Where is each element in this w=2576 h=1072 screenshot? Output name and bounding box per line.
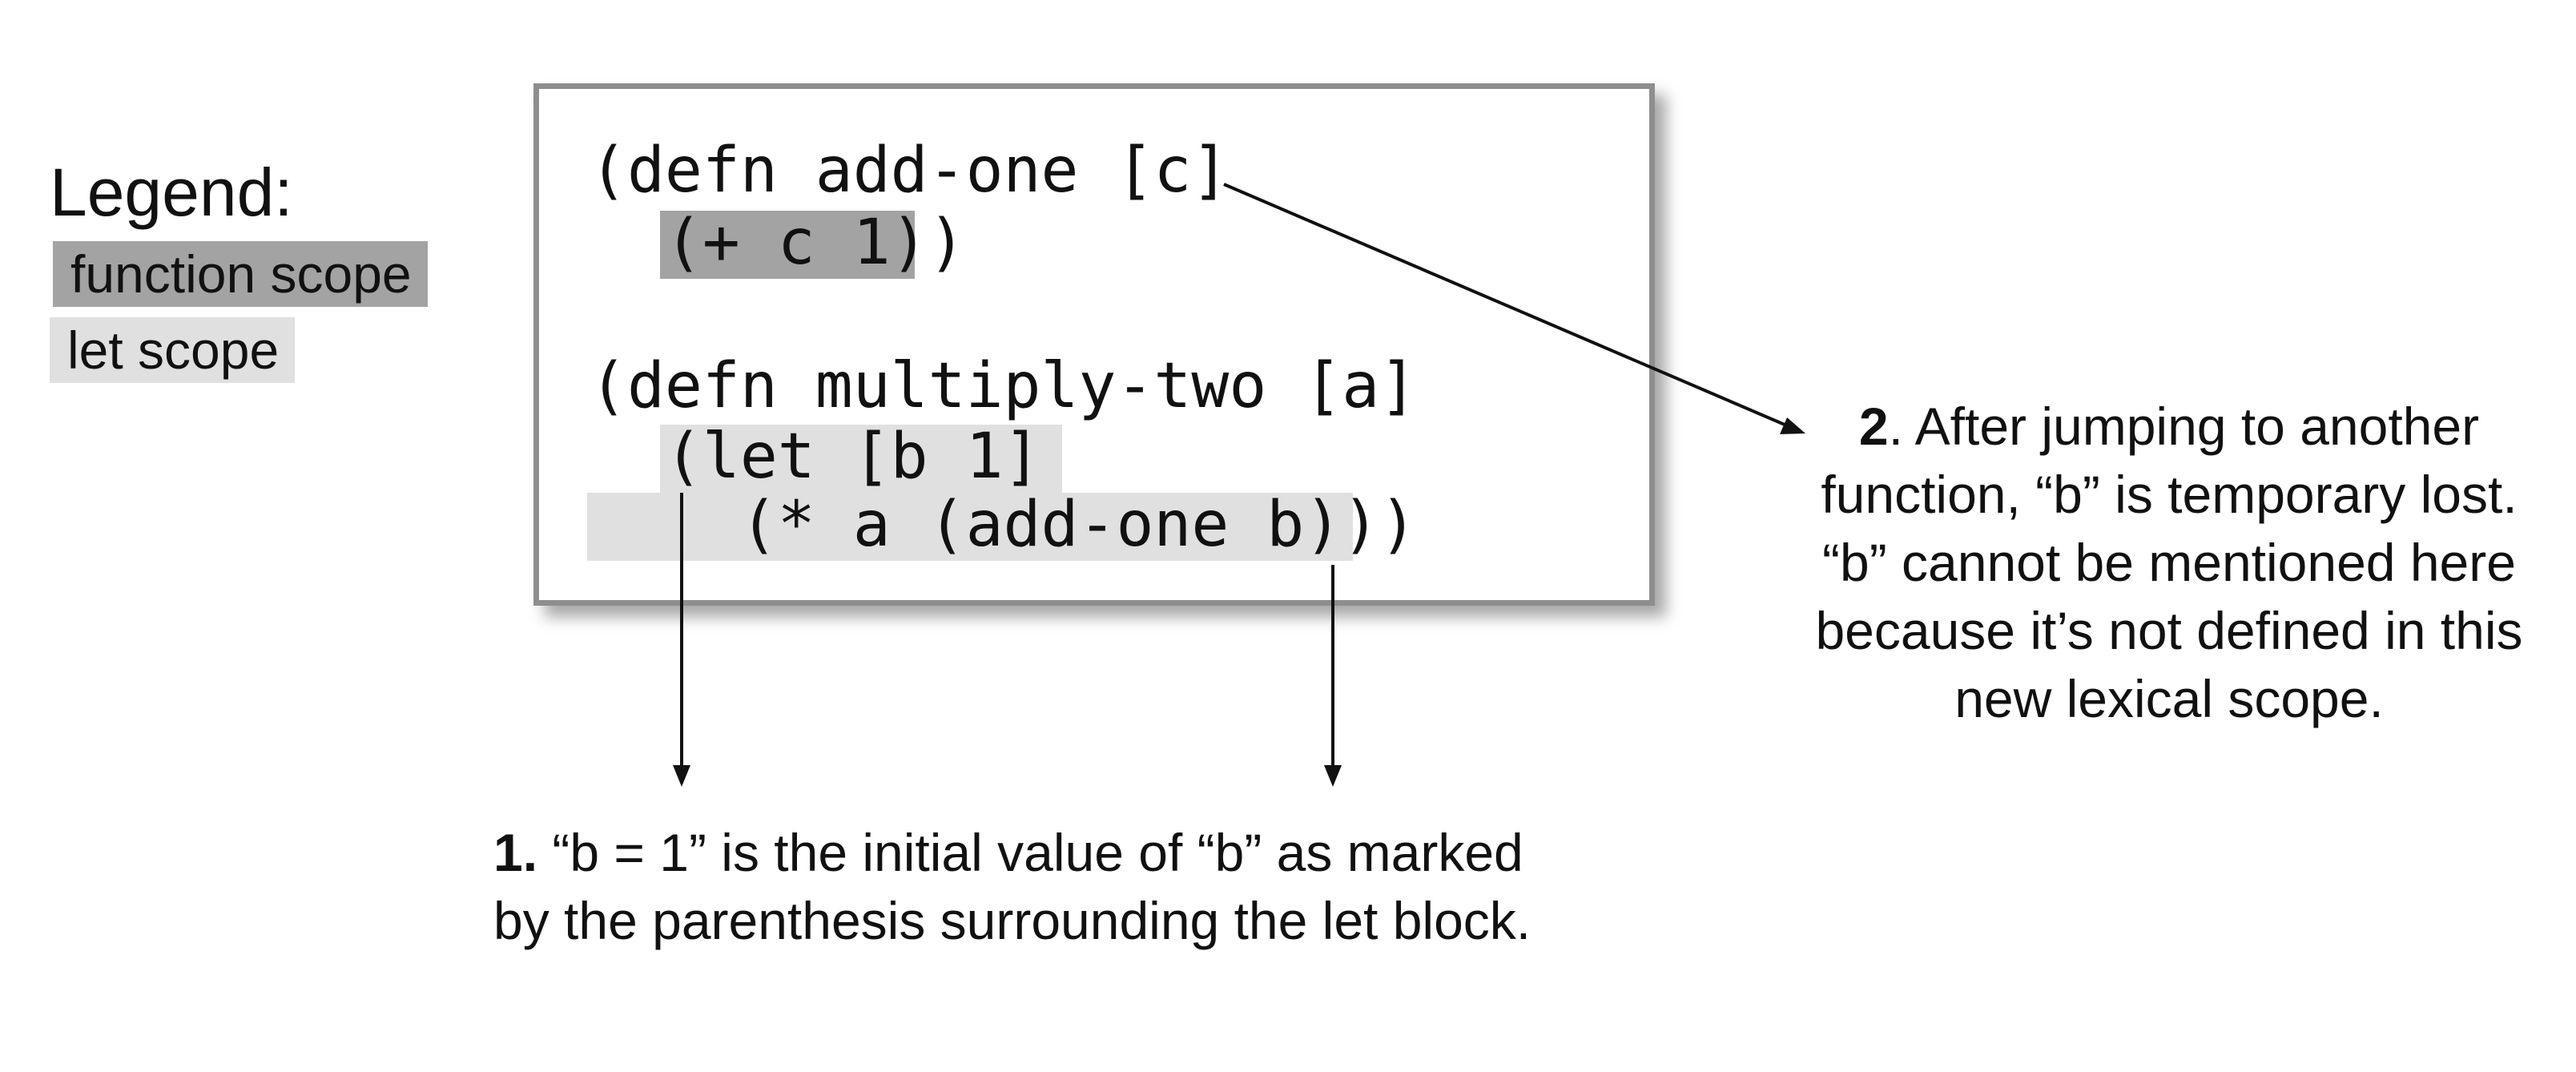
- code-line-multiply-body: (* a (add-one b))): [590, 489, 1418, 561]
- note2-line1: . After jumping to another: [1888, 397, 2480, 456]
- let-scope-highlight-line2: [587, 493, 1353, 561]
- note2-line5: new lexical scope.: [1954, 669, 2384, 728]
- code-line-defn-multiply-two: (defn multiply-two [a]: [590, 350, 1418, 422]
- code-line-add-body: (+ c 1)): [590, 207, 966, 279]
- note2-line3: “b” cannot be mentioned here: [1822, 533, 2516, 592]
- arrowhead-let-close: [1324, 765, 1342, 787]
- annotation-note-1: 1. “b = 1” is the initial value of “b” a…: [493, 819, 1531, 955]
- note2-number: 2: [1858, 397, 1889, 456]
- code-line-let: (let [b 1]: [590, 421, 1041, 493]
- note2-line4: because it’s not defined in this: [1815, 601, 2523, 660]
- function-scope-highlight: [660, 211, 915, 279]
- legend-title: Legend:: [50, 155, 293, 230]
- arrowhead-let-open: [673, 765, 690, 787]
- note1-line2: by the parenthesis surrounding the let b…: [493, 891, 1532, 950]
- legend-function-scope-swatch: function scope: [53, 241, 428, 307]
- legend-let-scope-swatch: let scope: [50, 317, 296, 383]
- note1-line1: “b = 1” is the initial value of “b” as m…: [537, 823, 1523, 882]
- annotation-note-2: 2. After jumping to another function, “b…: [1769, 393, 2570, 733]
- note1-number: 1.: [493, 823, 538, 882]
- let-scope-highlight-line1: [660, 425, 1062, 493]
- note2-line2: function, “b” is temporary lost.: [1821, 465, 2518, 524]
- code-line-defn-add-one: (defn add-one [c]: [590, 135, 1230, 207]
